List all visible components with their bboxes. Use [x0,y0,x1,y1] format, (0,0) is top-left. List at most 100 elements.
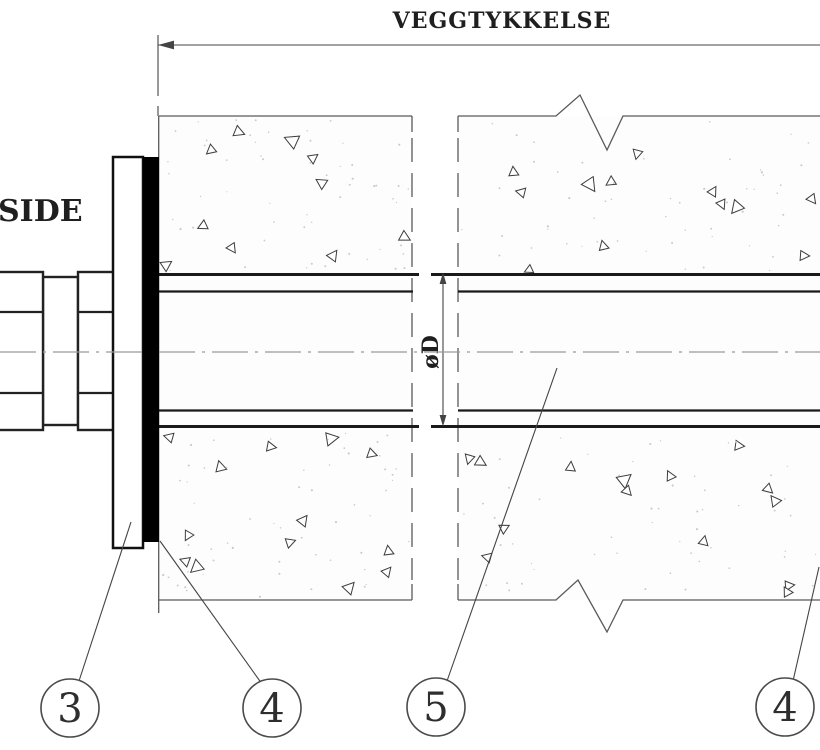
aggregate-triangle [315,178,329,191]
concrete-speckle [710,227,713,230]
concrete-speckle [556,171,559,173]
concrete-speckle [379,248,381,251]
concrete-speckle [776,192,778,194]
concrete-speckle [347,452,350,455]
aggregate-triangle [508,165,520,177]
concrete-speckle [270,438,272,440]
concrete-speckle [306,130,308,132]
concrete-speckle [278,572,281,575]
aggregate-triangle [283,135,301,151]
concrete-speckle [193,502,195,504]
concrete-speckle [273,221,275,223]
concrete-speckle [499,544,502,547]
concrete-speckle [618,474,621,477]
concrete-speckle [309,162,312,164]
concrete-speckle [657,507,660,510]
concrete-speckle [303,469,305,472]
aggregate-triangle [162,432,175,444]
concrete-speckle [596,240,599,243]
concrete-speckle [314,553,317,556]
concrete-speckle [212,439,215,442]
aggregate-triangle [666,469,678,482]
concrete-speckle [325,174,328,177]
concrete-speckle [741,210,744,213]
concrete-speckle [728,158,731,161]
concrete-speckle [702,266,705,269]
concrete-speckle [565,242,568,245]
aggregate-triangle [731,198,746,215]
aggregate-triangle [397,229,412,241]
balloon-callout-3: 3 [40,678,100,738]
concrete-speckle [642,157,645,160]
concrete-speckle [212,559,215,562]
aggregate-triangle [784,580,796,592]
balloon-callout-4-right: 4 [755,677,815,737]
concrete-speckle [202,573,204,575]
concrete-speckle [351,164,354,167]
concrete-speckle [167,576,170,579]
concrete-speckle [373,185,376,188]
gasket-seal [143,157,159,542]
concrete-speckle [353,503,356,506]
concrete-speckle [328,464,331,466]
concrete-speckle [187,464,190,467]
leader-line-3 [78,521,132,682]
concrete-speckle [800,164,803,167]
concrete-speckle [184,586,187,589]
concrete-speckle [348,252,351,255]
concrete-speckle [650,507,653,510]
concrete-speckle [310,489,313,492]
aggregate-triangle [734,439,746,451]
concrete-speckle [185,589,188,592]
concrete-speckle [226,191,228,193]
concrete-speckle [783,556,786,558]
concrete-speckle [506,582,509,585]
concrete-speckle [669,197,672,200]
concrete-speckle [168,172,170,175]
wall-section-left [159,116,412,600]
side-label: SIDE [0,194,83,229]
diameter-dimension: øD [418,272,447,427]
concrete-speckle [407,188,409,190]
aggregate-triangle [380,566,392,579]
aggregate-triangle [615,473,632,490]
concrete-speckle [814,553,817,556]
concrete-speckle [395,201,398,204]
concrete-speckle [254,141,257,143]
aggregate-triangle [697,534,709,547]
concrete-speckle [784,550,786,552]
concrete-speckle [501,235,504,237]
aggregate-triangle [714,198,726,211]
concrete-speckle [329,559,332,561]
concrete-speckle [300,536,303,539]
concrete-speckle [395,468,397,470]
concrete-speckle [546,225,549,228]
concrete-speckle [671,241,674,244]
aggregate-triangle [205,143,218,155]
concrete-speckle [508,589,511,592]
concrete-speckle [344,432,347,435]
concrete-speckle [493,516,496,519]
concrete-speckle [581,161,584,164]
aggregate-triangle [464,453,476,466]
concrete-speckle [279,527,282,529]
concrete-speckle [811,584,814,587]
concrete-speckle [610,198,613,201]
concrete-speckle [728,567,731,569]
concrete-speckle [263,239,266,242]
leader-line-4-right [792,566,820,682]
concrete-speckle [533,568,535,571]
aggregate-triangle [706,185,717,198]
concrete-speckle [199,195,202,198]
concrete-speckle [273,522,275,525]
concrete-speckle [644,588,647,591]
aggregate-triangle [215,459,228,473]
wall-section-right [458,116,820,600]
concrete-speckle [392,197,394,200]
concrete-speckle [403,267,406,270]
concrete-speckle [568,197,571,200]
concrete-speckle [162,573,165,577]
bolt-assembly [0,270,118,432]
